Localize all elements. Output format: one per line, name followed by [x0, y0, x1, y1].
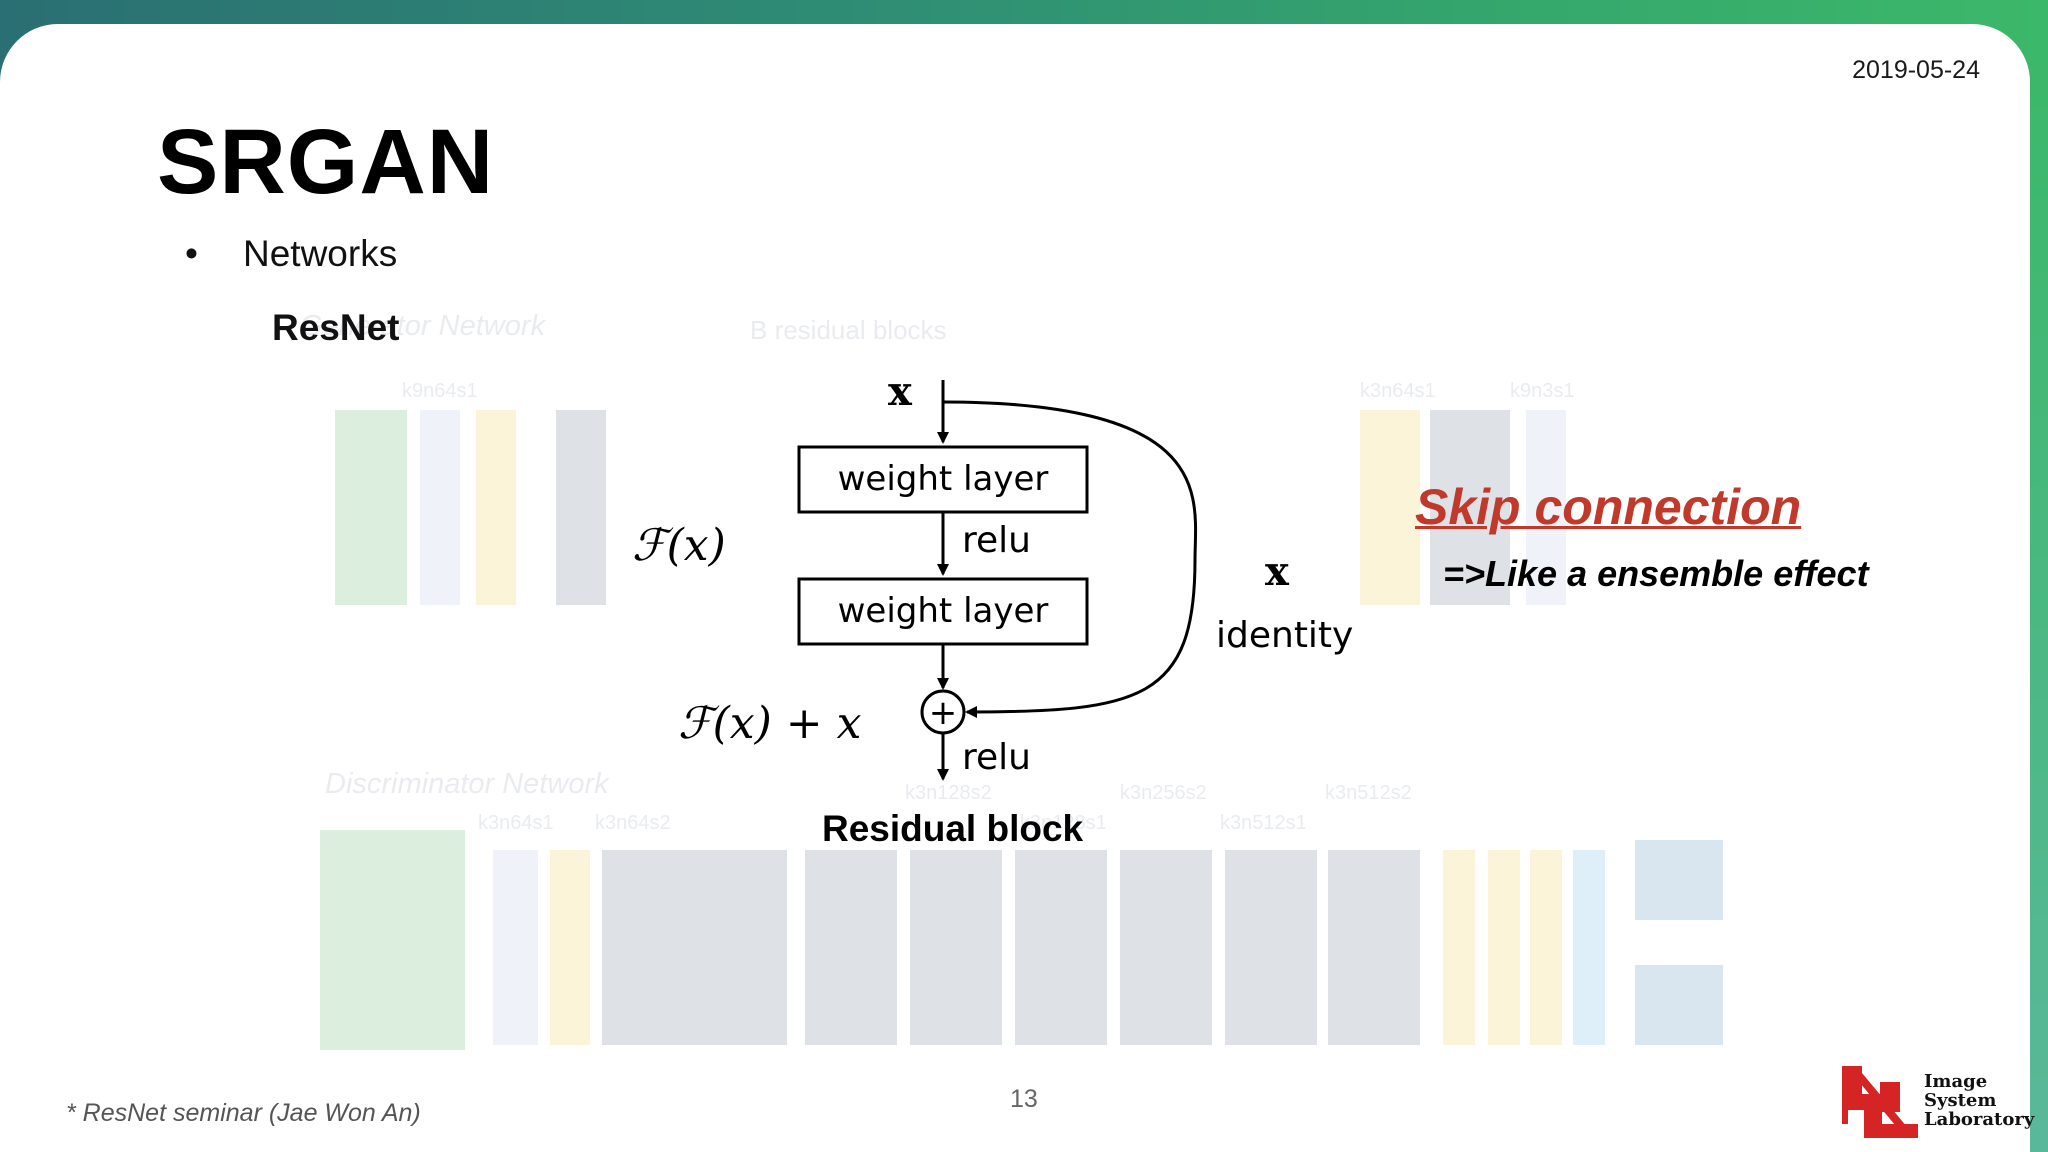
- weight-layer-label-2: weight layer: [838, 591, 1049, 631]
- page-number: 13: [1010, 1085, 1038, 1113]
- identity-x-label: x: [1265, 548, 1290, 595]
- frame-strip: [2030, 80, 2048, 1152]
- diagram-caption: Residual block: [822, 808, 1084, 849]
- relu-label-1: relu: [962, 520, 1031, 561]
- slide-title: SRGAN: [157, 111, 495, 213]
- weight-layer-box-1: [797, 445, 1089, 514]
- input-x-label: x: [888, 368, 913, 415]
- ensemble-note: =>Like a ensemble effect: [1443, 553, 1869, 594]
- logo-wordmark: Image System Laboratory: [1924, 1072, 2034, 1129]
- skip-connection-arrow: [942, 400, 1198, 718]
- logo-line: Image: [1924, 1071, 1988, 1092]
- bullet-item: • Networks: [185, 233, 397, 275]
- logo-line: System: [1924, 1090, 1997, 1111]
- relu-label-2: relu: [962, 737, 1031, 778]
- bullet-text: Networks: [243, 233, 398, 274]
- skip-connection-heading: Skip connection: [1415, 479, 1802, 535]
- logo-line: Laboratory: [1924, 1109, 2035, 1130]
- footnote: * ResNet seminar (Jae Won An): [66, 1099, 421, 1127]
- plus-sign: +: [929, 693, 958, 733]
- fx-label: ℱ(x): [632, 520, 726, 571]
- slide-date: 2019-05-24: [1852, 56, 1980, 84]
- section-subtitle: ResNet: [272, 307, 400, 348]
- bullet-dot: •: [185, 233, 198, 274]
- identity-label: identity: [1216, 615, 1353, 656]
- weight-layer-label-1: weight layer: [838, 459, 1049, 499]
- isl-logo-icon: [1842, 1066, 1918, 1138]
- fx-plus-x-label: ℱ(x) + x: [678, 698, 862, 749]
